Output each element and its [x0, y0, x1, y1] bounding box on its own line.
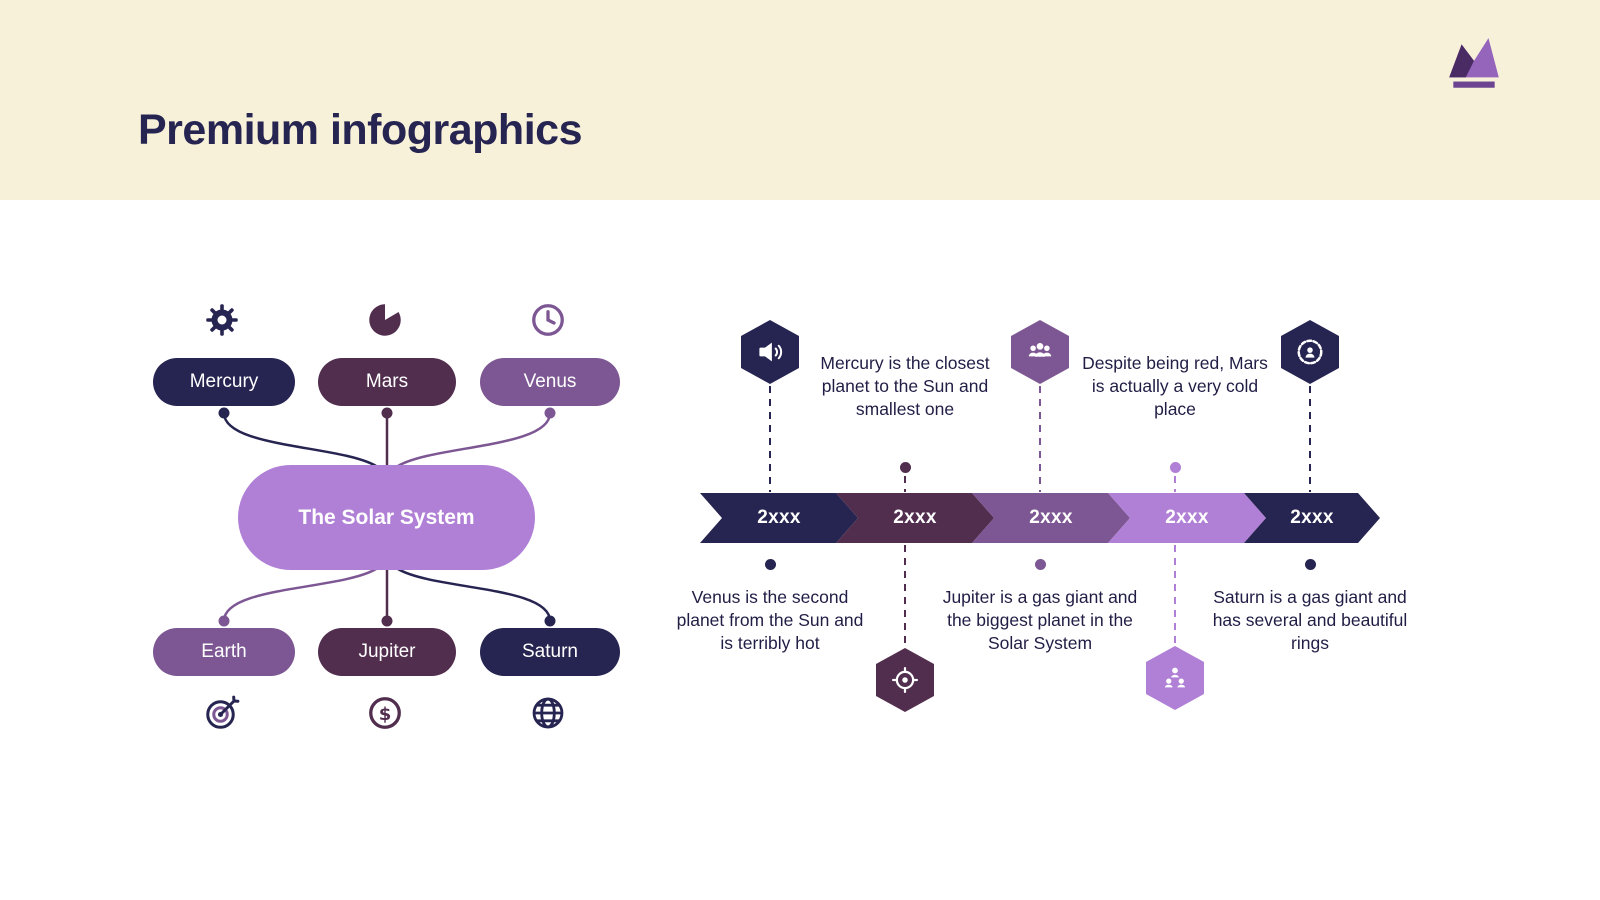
connector-dot: [900, 462, 911, 473]
timeline-connector-4-top: [1174, 476, 1176, 492]
timeline-year: 2xxx: [1029, 507, 1073, 528]
node-label: Jupiter: [358, 641, 416, 662]
connector-dot: [544, 407, 556, 419]
timeline-connector-5-top: [1309, 386, 1311, 492]
team-icon: [1028, 343, 1052, 357]
target-dart-icon: [204, 695, 240, 731]
connector-dot: [1170, 462, 1181, 473]
node-mercury: Mercury: [153, 358, 295, 406]
timeline-text-3: Jupiter is a gas giant and the biggest p…: [942, 587, 1138, 654]
connector-dot: [218, 615, 230, 627]
connector-dot: [1305, 559, 1316, 570]
timeline-arrow-4: 2xxx: [1108, 493, 1266, 543]
connector-mercury: [222, 412, 377, 468]
connector-dot: [381, 615, 393, 627]
node-label: Venus: [523, 371, 577, 392]
timeline-arrow-2: 2xxx: [836, 493, 994, 543]
node-earth: Earth: [153, 628, 295, 676]
timeline-text-5: Saturn is a gas giant and has several an…: [1212, 587, 1408, 654]
timeline-connector-4-bottom: [1174, 545, 1176, 645]
svg-text:$: $: [379, 704, 392, 725]
gear-icon: [204, 302, 240, 338]
timeline-hex-2: [876, 648, 934, 712]
connector-saturn: [397, 567, 552, 622]
hierarchy-icon: [1164, 667, 1186, 688]
node-label: Mars: [365, 371, 409, 392]
timeline-year: 2xxx: [893, 507, 937, 528]
timeline-arrow-3: 2xxx: [972, 493, 1130, 543]
timeline-year: 2xxx: [1290, 507, 1334, 528]
node-label: Saturn: [522, 641, 578, 662]
timeline-text-4: Despite being red, Mars is actually a ve…: [1082, 353, 1268, 420]
connector-venus: [397, 412, 552, 468]
connector-dot: [218, 407, 230, 419]
connector-dot: [381, 407, 393, 419]
node-label: Earth: [201, 641, 247, 662]
node-mars: Mars: [318, 358, 456, 406]
crown-base: [1453, 81, 1495, 88]
timeline-year: 2xxx: [757, 507, 801, 528]
connector-dot: [1035, 559, 1046, 570]
crown-icon: [1443, 36, 1505, 94]
node-solar-system: The Solar System: [238, 465, 535, 570]
timeline-connector-2-bottom: [904, 545, 906, 647]
megaphone-icon: [759, 342, 783, 362]
timeline-text-2: Mercury is the closest planet to the Sun…: [820, 353, 990, 420]
timeline-connector-2-top: [904, 476, 906, 492]
pie-chart-icon: [367, 302, 403, 338]
connector-earth: [222, 567, 377, 622]
center-label: The Solar System: [298, 505, 475, 529]
timeline-arrow-5: 2xxx: [1244, 493, 1380, 543]
crosshair-icon: [892, 667, 918, 693]
header-band: [0, 0, 1600, 200]
timeline-arrow-1: 2xxx: [700, 493, 858, 543]
node-jupiter: Jupiter: [318, 628, 456, 676]
node-label: Mercury: [189, 371, 259, 392]
connector-dot: [765, 559, 776, 570]
page-title: Premium infographics: [138, 106, 582, 154]
dollar-coin-icon: $: [367, 695, 403, 731]
timeline-year: 2xxx: [1165, 507, 1209, 528]
timeline-hex-1: [741, 320, 799, 384]
timeline-connector-1-top: [769, 386, 771, 492]
globe-icon: [530, 695, 566, 731]
connector-dot: [544, 615, 556, 627]
clock-icon: [530, 302, 566, 338]
timeline-text-1: Venus is the second planet from the Sun …: [676, 587, 864, 654]
timeline-connector-3-top: [1039, 386, 1041, 492]
node-venus: Venus: [480, 358, 620, 406]
badge-icon: [1297, 339, 1323, 365]
node-saturn: Saturn: [480, 628, 620, 676]
